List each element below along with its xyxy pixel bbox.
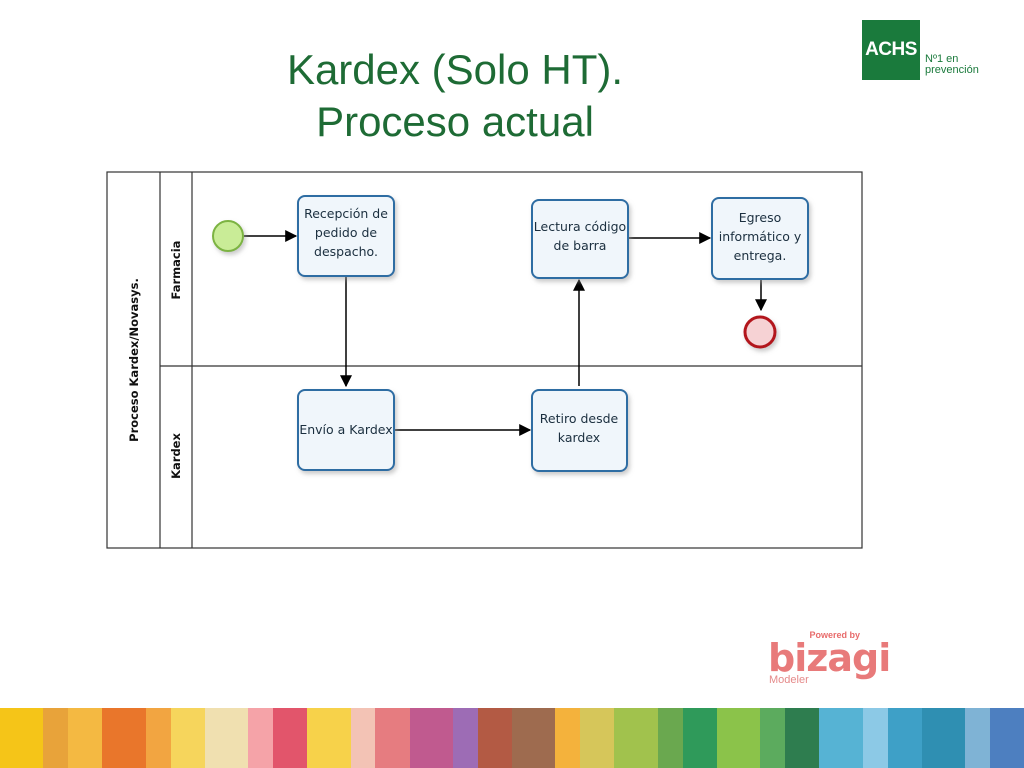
task-recepcion-line-1: Recepción de xyxy=(304,206,388,221)
task-retiro-line-1: Retiro desde xyxy=(540,411,619,426)
achs-logo-mark: ACHS xyxy=(862,20,920,80)
footer-stripe xyxy=(819,708,863,768)
footer-stripe xyxy=(785,708,820,768)
footer-color-stripes xyxy=(0,708,1024,768)
task-recepcion-line-2: pedido de xyxy=(315,225,378,240)
start-event-icon xyxy=(212,220,244,252)
task-lectura-line-1: Lectura código xyxy=(534,219,626,234)
footer-stripe xyxy=(555,708,581,768)
pool-label: Proceso Kardex/Novasys. xyxy=(127,278,141,442)
footer-stripe xyxy=(989,708,1024,768)
footer-stripe xyxy=(170,708,205,768)
bizagi-product: Modeler xyxy=(769,674,809,686)
task-egreso: Egreso informático y entrega. xyxy=(711,197,809,280)
footer-stripe xyxy=(862,708,888,768)
footer-stripe xyxy=(375,708,410,768)
footer-stripe xyxy=(102,708,146,768)
footer-stripe xyxy=(204,708,249,768)
task-egreso-line-2: informático y xyxy=(719,229,802,244)
footer-stripe xyxy=(307,708,351,768)
footer-stripe xyxy=(0,708,44,768)
end-event-icon xyxy=(743,315,777,349)
slide-title: Kardex (Solo HT). Proceso actual xyxy=(200,44,710,148)
task-recepcion: Recepción de pedido de despacho. xyxy=(297,195,395,277)
task-lectura-line-2: de barra xyxy=(554,238,607,253)
bizagi-logo: bizagi xyxy=(768,636,891,680)
footer-stripe xyxy=(273,708,308,768)
bizagi-powered-by: Powered by xyxy=(809,630,860,640)
task-envio: Envío a Kardex xyxy=(297,389,395,471)
footer-stripe xyxy=(716,708,761,768)
footer-stripe xyxy=(145,708,171,768)
footer-stripe xyxy=(68,708,103,768)
footer-stripe xyxy=(512,708,556,768)
footer-stripe xyxy=(248,708,274,768)
task-recepcion-line-3: despacho. xyxy=(314,244,378,259)
footer-stripe xyxy=(477,708,513,768)
achs-logo: ACHS Nº1 en prevención xyxy=(862,20,982,80)
title-line-1: Kardex (Solo HT). xyxy=(286,46,624,93)
footer-stripe xyxy=(682,708,717,768)
lane-label-kardex: Kardex xyxy=(169,433,183,479)
achs-logo-tagline: Nº1 en prevención xyxy=(925,54,979,76)
achs-tagline-line-2: prevención xyxy=(925,64,979,76)
task-retiro-line-2: kardex xyxy=(558,430,600,445)
task-retiro: Retiro desde kardex xyxy=(531,389,628,472)
bpmn-canvas: Proceso Kardex/Novasys. Farmacia Kardex … xyxy=(106,171,863,549)
footer-stripe xyxy=(43,708,69,768)
lane-label-farmacia: Farmacia xyxy=(169,241,183,300)
footer-stripe xyxy=(453,708,478,768)
footer-stripe xyxy=(409,708,454,768)
footer-stripe xyxy=(657,708,683,768)
footer-stripe xyxy=(965,708,990,768)
task-envio-line-1: Envío a Kardex xyxy=(299,422,392,437)
footer-stripe xyxy=(580,708,615,768)
footer-stripe xyxy=(921,708,966,768)
achs-tagline-line-1: Nº1 en xyxy=(925,53,959,65)
footer-stripe xyxy=(887,708,922,768)
footer-stripe xyxy=(760,708,786,768)
task-egreso-line-3: entrega. xyxy=(734,248,787,263)
bpmn-diagram: Proceso Kardex/Novasys. Farmacia Kardex … xyxy=(106,170,864,550)
footer-stripe xyxy=(350,708,376,768)
task-lectura: Lectura código de barra xyxy=(531,199,629,279)
footer-stripe xyxy=(614,708,658,768)
bizagi-watermark: Powered by bizagi Modeler xyxy=(766,628,891,688)
title-line-2: Proceso actual xyxy=(316,98,594,145)
task-egreso-line-1: Egreso xyxy=(739,210,782,225)
